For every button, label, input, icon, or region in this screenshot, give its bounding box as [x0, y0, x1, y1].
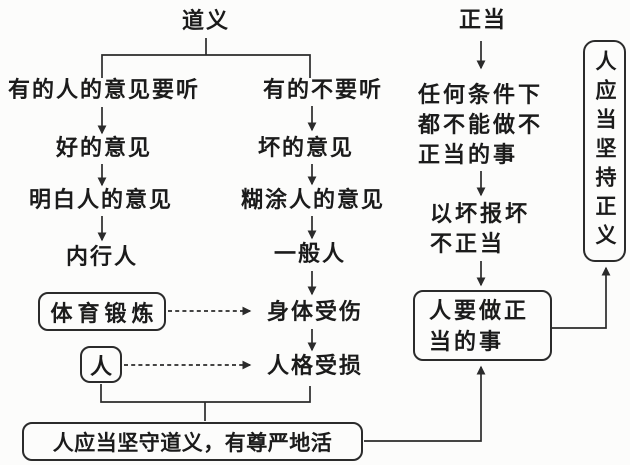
node-expert: 内行人 — [65, 244, 139, 269]
node-good-opinion: 好的意见 — [55, 135, 153, 160]
do-proper-things-label: 人要做正 当的事 — [429, 297, 530, 354]
edge-merge-horizontal — [100, 384, 311, 403]
node-opinion-listen: 有的人的意见要听 — [7, 77, 201, 102]
node-confused-person-opinion: 糊涂人的意见 — [240, 187, 386, 212]
physical-exercise-label: 体育锻炼 — [50, 300, 159, 326]
node-no-improper-deeds: 任何条件下 都不能做不 正当的事 — [418, 82, 544, 167]
person-label: 人 — [89, 353, 112, 379]
arrow-bottom-doproper — [364, 365, 486, 442]
box-do-proper-things: 人要做正 当的事 — [413, 290, 552, 361]
node-clear-person-opinion: 明白人的意见 — [28, 187, 174, 212]
node-dignity-damaged: 人格受损 — [266, 353, 364, 378]
node-daoyi: 道义 — [181, 8, 231, 33]
arrow-doproper-justice — [552, 266, 611, 329]
edge-daoyi-split — [101, 54, 311, 78]
node-repay-bad-with-bad: 以坏报坏 不正当 — [430, 201, 531, 256]
node-bad-opinion: 坏的意见 — [257, 135, 355, 160]
box-uphold-morality: 人应当坚守道义，有尊严地活 — [22, 422, 363, 461]
uphold-morality-label: 人应当坚守道义，有尊严地活 — [52, 430, 333, 455]
box-person: 人 — [80, 346, 122, 383]
node-opinion-not-listen: 有的不要听 — [262, 77, 384, 102]
box-physical-exercise: 体育锻炼 — [38, 292, 166, 331]
node-body-injured: 身体受伤 — [266, 299, 364, 324]
uphold-justice-label: 人应当坚持正义 — [593, 49, 617, 253]
node-ordinary-person: 一般人 — [273, 241, 347, 266]
box-uphold-justice: 人应当坚持正义 — [583, 40, 626, 262]
node-zhengdang: 正当 — [458, 7, 508, 32]
